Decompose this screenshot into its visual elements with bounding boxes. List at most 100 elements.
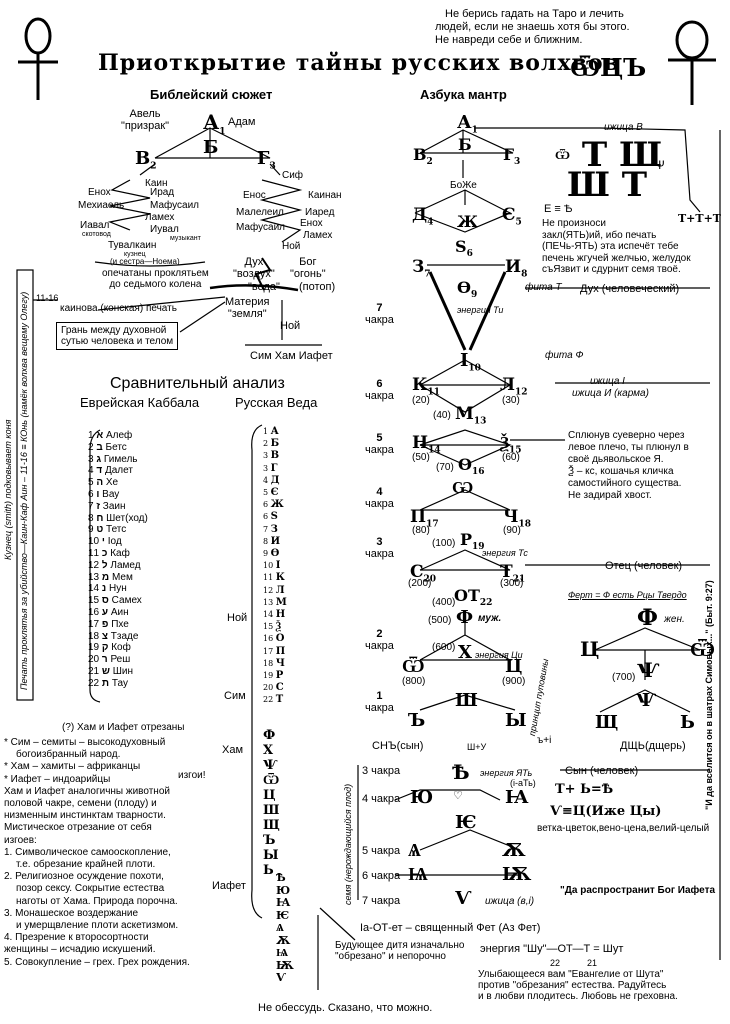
russian-letter-row: 8 И <box>263 536 287 548</box>
shu-num-21: 21 <box>587 958 598 968</box>
hebrew-glyph: ש <box>101 665 113 677</box>
spit-line: Не задирай хвост. <box>568 490 652 501</box>
hebrew-name: Вау <box>102 488 120 500</box>
vertical-left-note: Печать проклятья за убийство—Каин-Каф Аи… <box>19 291 29 690</box>
hebrew-num: 1 <box>88 430 97 441</box>
energy-tsi-label: энергия Ци <box>475 650 523 660</box>
hebrew-letter-row: 4 ד Далет <box>88 465 148 477</box>
heart-icon: ♡ <box>453 790 463 802</box>
mantra-t21: Т21 <box>500 562 526 585</box>
hebrew-letter-row: 2 ב Бетс <box>88 442 148 454</box>
russian-num: 10 <box>263 561 276 571</box>
f-jen-label: жен. <box>664 614 685 625</box>
b-letter: Б <box>203 137 219 158</box>
bible-ref: "И да вселится он в шатрах Симовых..." (… <box>704 580 714 810</box>
noah-label: Ной <box>280 320 301 332</box>
future-line: Будующее дитя изначально <box>335 940 465 951</box>
hebrew-col-title: Еврейская Каббала <box>80 395 200 410</box>
russian-glyph: Д <box>270 474 280 486</box>
mantra-ts900: Ц <box>505 656 523 677</box>
russian-letter-row: 7 З <box>263 524 287 536</box>
russian-letter-row: 14 Н <box>263 609 287 621</box>
iared-label: Иаред <box>305 207 335 218</box>
left-subtitle: Библейский сюжет <box>150 87 273 102</box>
spirit-quote: "воздух" <box>233 268 275 280</box>
smile-line: и в любви плодитесь. Любовь не греховна. <box>478 991 678 1002</box>
russian-glyph: І <box>275 560 281 572</box>
russian-num: 20 <box>263 683 276 693</box>
water-label: "вода" <box>248 281 280 293</box>
adam-letter: А1 <box>203 110 226 137</box>
hebrew-name: Іод <box>107 536 122 548</box>
ttt-label: Т+Т+Т <box>678 212 721 225</box>
smile-line: Улыбающееся вам "Евангелие от Шута" <box>478 969 664 980</box>
hebrew-num: 20 <box>88 654 102 666</box>
future-note: Будующее дитя изначально "обрезано" и не… <box>335 940 465 962</box>
russian-col-title: Русская Веда <box>235 395 318 410</box>
hebrew-num: 17 <box>88 618 102 630</box>
note-line: 3. Монашеское воздержание <box>4 907 139 919</box>
r19-value: (100) <box>432 538 456 549</box>
mantra-o16: О16 <box>458 455 485 478</box>
smile-line: против "обрезания" естества. Радуйтесь <box>478 980 667 991</box>
mantra-x600: Х <box>458 642 472 663</box>
son-row-3: Ы <box>505 710 527 731</box>
mantra-p17: П17 <box>410 507 439 530</box>
russian-num: 3 <box>263 463 271 473</box>
fita-f-label: фита Ф <box>545 350 584 361</box>
spit-line: своё дьявольское Я. <box>568 454 664 465</box>
izhitsa-i-label: ижица І <box>590 376 625 387</box>
mantra-m13: М13 <box>455 404 487 427</box>
hebrew-letter-row: 7 ז Заин <box>88 501 148 513</box>
izhitsa-note: ижица (в,і) <box>485 896 535 907</box>
x600-value: (600) <box>432 642 456 653</box>
russian-num: 17 <box>263 646 276 656</box>
mantra-s20: С20 <box>410 562 437 585</box>
russian-glyph: Ч <box>275 657 285 669</box>
mantra-a: А1 <box>457 112 478 136</box>
spit-line: Сплюнув суеверно через <box>568 430 685 441</box>
russian-glyph: И <box>270 535 281 547</box>
son-label: СНЪ(сын) <box>372 740 424 752</box>
f-muj-value: (500) <box>428 615 452 626</box>
irad-label: Ирад <box>150 187 175 198</box>
spit-line: левое плечо, ты плюнул в <box>568 442 689 453</box>
russian-glyph: Б <box>270 438 280 450</box>
hebrew-letter-row: 18 צ Тзаде <box>88 631 148 643</box>
o16-value: (70) <box>436 462 454 473</box>
russian-num: 16 <box>263 634 276 644</box>
russian-num: 19 <box>263 671 276 681</box>
russian-num: 13 <box>263 597 276 607</box>
fita-t-label: фита Т <box>525 282 562 293</box>
russian-letter-row: 3 Г <box>263 463 287 475</box>
russian-letter-row: 6 Ж <box>263 499 287 511</box>
russian-letter-row: 12 Л <box>263 585 287 597</box>
iafet-letter: Ѵ <box>276 971 287 984</box>
matter-quote: "земля" <box>227 308 267 320</box>
russian-num: 8 <box>263 536 271 546</box>
warning-line: закл(ЯТЬ)ий, ибо печать <box>542 229 657 241</box>
hebrew-num: 16 <box>88 606 102 618</box>
russian-glyph: Г <box>270 462 278 474</box>
ts900-value: (900) <box>502 676 526 687</box>
hebrew-letter-row: 20 ר Реш <box>88 654 148 666</box>
son-human-label: Сын (человек) <box>565 765 639 777</box>
note-line: и умерщвление плоти аскетизмом. <box>16 920 179 932</box>
ham-letter: Ц <box>263 788 276 803</box>
m13-value: (40) <box>433 410 451 421</box>
mantra-w: Ѡ <box>452 478 474 498</box>
son-row-2: Ш <box>455 690 478 711</box>
hebrew-num: 18 <box>88 630 102 642</box>
russian-glyph: А <box>270 426 279 437</box>
hebrew-glyph: צ <box>101 630 111 642</box>
hebrew-name: Заин <box>102 500 126 512</box>
hebrew-name: Алеф <box>105 430 133 441</box>
note-line: изгоев: <box>4 834 37 846</box>
mantra-b: Б <box>458 135 472 154</box>
note-line: * Хам – хамиты – африканцы <box>4 761 141 773</box>
ham-letter: Ь <box>263 863 274 878</box>
